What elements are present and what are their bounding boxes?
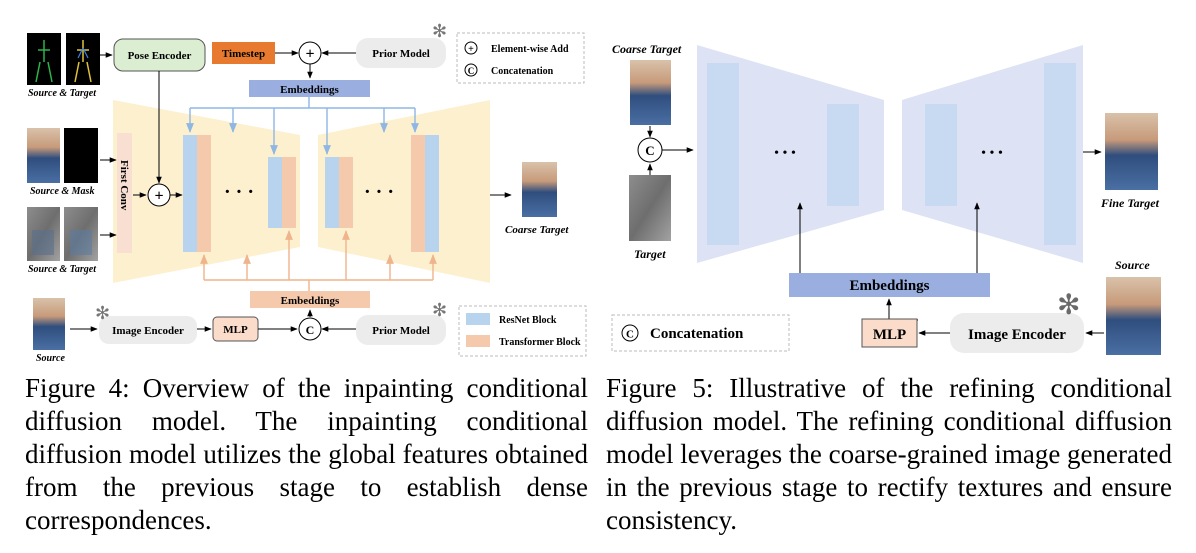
resnet-block: [425, 135, 439, 252]
fine-target-label: Fine Target: [1100, 196, 1160, 210]
resnet-block: [183, 135, 197, 252]
fine-target-image: [1105, 113, 1158, 190]
resnet-block: [925, 104, 957, 206]
snowflake-icon: ✻: [432, 21, 447, 41]
prior-model-top-box: [356, 38, 446, 68]
prior-model-bottom-box: [356, 315, 446, 345]
embeddings-top-label: Embeddings: [280, 84, 339, 96]
coarse-target-label: Coarse Target: [612, 42, 682, 56]
image-encoder-label: Image Encoder: [968, 327, 1066, 343]
resnet-block: [325, 157, 339, 228]
source-image: [33, 298, 65, 350]
image-encoder-label: Image Encoder: [112, 325, 184, 337]
ellipsis-right: • • •: [981, 146, 1003, 161]
embeddings-label: Embeddings: [849, 278, 929, 294]
source-target-noisy-image: [27, 207, 98, 261]
snowflake-icon: ✻: [1057, 290, 1080, 321]
snowflake-icon: ✻: [432, 300, 447, 320]
source-label: Source: [1115, 258, 1150, 272]
prior-model-top-label: Prior Model: [372, 48, 430, 60]
concat-icon: C: [645, 143, 654, 158]
resnet-block: [707, 63, 739, 245]
source-target-pose-image: [27, 33, 100, 85]
transformer-block: [197, 135, 211, 252]
coarse-target-label: Coarse Target: [505, 224, 569, 236]
embeddings-bottom-label: Embeddings: [281, 295, 340, 307]
target-label: Target: [634, 247, 666, 261]
resnet-block: [268, 157, 282, 228]
source-label: Source: [36, 353, 65, 364]
transformer-block: [339, 157, 353, 228]
source-mask-image: [27, 128, 98, 183]
coarse-target-image: [630, 60, 671, 125]
embeddings-bottom-connectors: [200, 230, 437, 291]
legend-concatenation: Concatenation: [650, 326, 744, 342]
architecture-diagrams: Source & Target Source & Mask Source & T…: [27, 21, 1161, 364]
prior-model-bottom-label: Prior Model: [372, 325, 430, 337]
legend-resnet-block: ResNet Block: [499, 315, 557, 326]
first-conv-label: First Conv: [118, 160, 130, 211]
ellipsis-right: · · ·: [364, 181, 394, 203]
legend: C Concatenation: [611, 314, 790, 352]
target-noisy-image: [629, 175, 671, 241]
unet-encoder-background: [697, 45, 884, 263]
unet-decoder-background: [318, 100, 490, 283]
mlp-box: [861, 318, 918, 348]
plus-icon: +: [154, 188, 163, 205]
timestep-label: Timestep: [222, 48, 265, 60]
mlp-label: MLP: [873, 327, 906, 343]
plus-icon: +: [468, 44, 474, 55]
source-mask-label: Source & Mask: [30, 186, 94, 197]
transformer-block: [282, 157, 296, 228]
legend-bottom: ResNet Block Transformer Block: [458, 305, 587, 357]
resnet-block: [1044, 63, 1076, 245]
snowflake-icon: ✻: [95, 303, 110, 323]
figure-5-diagram: • • • • • • Coarse Target C Target Fine …: [611, 42, 1161, 355]
source-target-label: Source & Target: [28, 88, 97, 99]
ellipsis-left: · · ·: [224, 181, 254, 203]
concat-icon: C: [468, 66, 475, 76]
resnet-block: [827, 104, 859, 206]
legend-element-wise-add: Element-wise Add: [491, 44, 569, 55]
embeddings-box: [789, 273, 990, 297]
concatenation-node: [298, 317, 322, 341]
embeddings-bottom-box: [250, 291, 370, 308]
source-target-noisy-label: Source & Target: [28, 264, 97, 275]
first-conv-block: [117, 133, 132, 253]
concat-icon: C: [306, 323, 315, 337]
source-image: [1106, 277, 1161, 355]
figure-5-caption: Figure 5: Illustrative of the refining c…: [606, 373, 1172, 535]
image-encoder-box: [950, 313, 1084, 353]
pose-encoder-label: Pose Encoder: [128, 50, 192, 62]
plus-icon: +: [305, 46, 314, 63]
legend-top: + Element-wise Add C Concatenation: [456, 32, 585, 84]
mlp-label: MLP: [223, 324, 248, 336]
embeddings-top-box: [249, 80, 370, 97]
ellipsis-left: • • •: [774, 146, 796, 161]
transformer-block: [411, 135, 425, 252]
timestep-box: [212, 42, 275, 64]
image-encoder-box: [99, 316, 197, 344]
figure-4-caption: Figure 4: Overview of the inpainting con…: [25, 373, 588, 535]
unet-decoder-background: [902, 45, 1083, 263]
embeddings-top-connectors: [186, 97, 419, 155]
coarse-target-image: [522, 162, 557, 217]
legend-transformer-block: Transformer Block: [499, 337, 581, 348]
concat-icon: C: [626, 329, 634, 341]
figure-4-diagram: Source & Target Source & Mask Source & T…: [27, 21, 587, 364]
legend-concatenation: Concatenation: [491, 66, 554, 77]
